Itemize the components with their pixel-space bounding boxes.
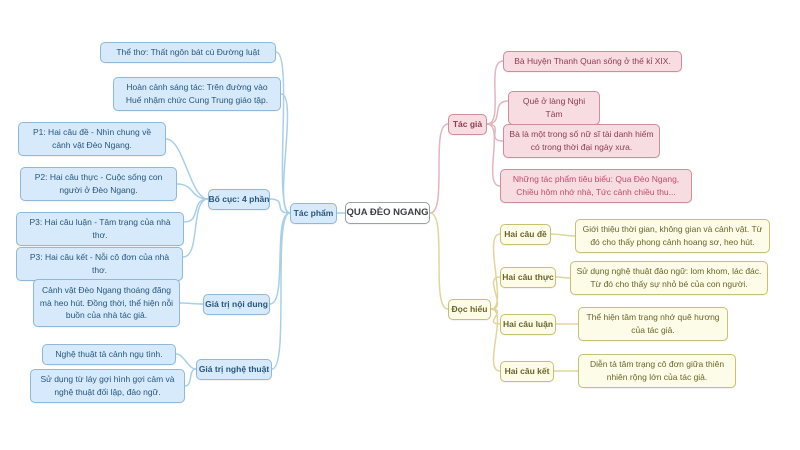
- connector-root-tacgia: [429, 123, 449, 214]
- node-nghe-thuat-item-2[interactable]: Sử dụng từ láy gợi hình gợi cảm và nghệ …: [30, 369, 185, 403]
- connector-dochieu-de: [490, 233, 501, 310]
- connector-gtnd-content: [179, 302, 204, 305]
- node-bo-cuc[interactable]: Bố cục: 4 phần: [208, 189, 270, 210]
- connector-thuc-content: [555, 276, 571, 279]
- node-hoan-canh-sang-tac[interactable]: Hoàn cảnh sáng tác: Trên đường vào Huế n…: [113, 77, 281, 111]
- connector-tacgia-item2: [486, 100, 509, 125]
- node-hai-cau-thuc[interactable]: Hai câu thực: [500, 267, 556, 288]
- connector-root-dochieu: [429, 212, 449, 310]
- node-nghe-thuat-item-1[interactable]: Nghệ thuật tả cảnh ngụ tình.: [42, 344, 176, 365]
- node-hai-cau-ket-content[interactable]: Diễn tả tâm trạng cô đơn giữa thiên nhiê…: [578, 354, 736, 388]
- connector-tacpham-gtnd: [269, 212, 291, 305]
- node-tac-gia-item-1[interactable]: Bà Huyện Thanh Quan sống ở thế kỉ XIX.: [503, 51, 682, 72]
- node-doc-hieu[interactable]: Đọc hiểu: [448, 299, 491, 320]
- node-root[interactable]: QUA ĐÈO NGANG: [345, 202, 430, 225]
- node-hai-cau-de-content[interactable]: Giới thiệu thời gian, không gian và cảnh…: [575, 219, 770, 253]
- node-tac-gia-item-2[interactable]: Quê ở làng Nghi Tàm: [508, 91, 600, 125]
- connector-bocuc-p2: [176, 183, 209, 200]
- node-p4[interactable]: P3: Hai câu kết - Nỗi cô đơn của nhà thơ…: [16, 247, 183, 281]
- connector-bocuc-p3: [183, 198, 209, 223]
- node-p1[interactable]: P1: Hai câu đề - Nhìn chung về cảnh vật …: [18, 122, 166, 156]
- node-hai-cau-luan[interactable]: Hai câu luận: [500, 314, 556, 335]
- connector-tacpham-gtnt: [271, 212, 291, 370]
- node-the-tho[interactable]: Thể thơ: Thất ngôn bát cú Đường luật: [100, 42, 276, 63]
- connector-tacpham-hoancanh: [280, 93, 291, 214]
- node-p3[interactable]: P3: Hai câu luận - Tâm trạng của nhà thơ…: [16, 212, 184, 246]
- connector-de-content: [550, 233, 576, 237]
- node-hai-cau-ket[interactable]: Hai câu kết: [500, 361, 554, 382]
- node-hai-cau-thuc-content[interactable]: Sử dụng nghệ thuật đảo ngữ: lom khom, lá…: [570, 261, 768, 295]
- node-gia-tri-noi-dung[interactable]: Giá trị nội dung: [203, 294, 270, 315]
- node-p2[interactable]: P2: Hai câu thực - Cuộc sống con người ở…: [20, 167, 177, 201]
- connector-dochieu-thuc: [490, 276, 501, 310]
- connector-tacgia-item4: [486, 123, 501, 187]
- connector-dochieu-ket: [490, 308, 501, 372]
- node-tac-gia[interactable]: Tác giả: [448, 114, 487, 135]
- connector-tacgia-item1: [486, 60, 504, 125]
- node-tac-gia-item-4[interactable]: Những tác phẩm tiêu biểu: Qua Đèo Ngang,…: [500, 169, 692, 203]
- connector-tacpham-bocuc: [269, 198, 291, 214]
- node-hai-cau-de[interactable]: Hai câu đề: [500, 224, 551, 245]
- node-tac-pham[interactable]: Tác phẩm: [290, 203, 337, 224]
- connector-bocuc-p4: [182, 198, 209, 258]
- node-tac-gia-item-3[interactable]: Bà là một trong số nữ sĩ tài danh hiếm c…: [503, 124, 660, 158]
- connector-gtnt-item2: [184, 368, 197, 387]
- node-gia-tri-noi-dung-content[interactable]: Cảnh vật Đèo Ngang thoáng đãng mà heo hú…: [33, 279, 180, 327]
- connector-bocuc-p1: [165, 138, 209, 200]
- node-gia-tri-nghe-thuat[interactable]: Giá trị nghệ thuật: [196, 359, 272, 380]
- node-hai-cau-luan-content[interactable]: Thể hiện tâm trạng nhớ quê hương của tác…: [578, 307, 728, 341]
- connector-gtnt-item1: [175, 353, 197, 370]
